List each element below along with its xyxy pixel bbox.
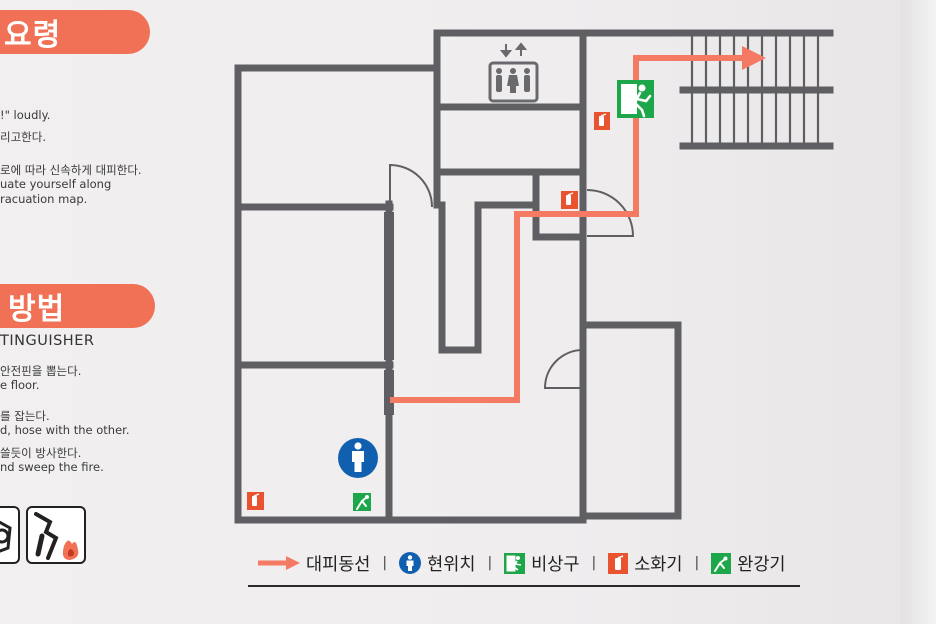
instruction-line: nd sweep the fire. xyxy=(0,459,104,474)
legend-route: 대피동선 xyxy=(258,551,370,576)
instruction-line: 를 잡는다. xyxy=(0,408,50,423)
legend-location: 현위치 xyxy=(399,551,475,576)
instructions-text: !" loudly. 리고한다. 로에 따라 신속하게 대피한다. uate y… xyxy=(0,108,170,206)
fire-extinguisher-icon xyxy=(247,492,264,510)
instruction-line: 쓸듯이 방사한다. xyxy=(0,445,82,460)
extinguisher-instructions: 안전핀을 뽑는다. e floor. 를 잡는다. d, hose with t… xyxy=(0,364,170,474)
legend-separator: | xyxy=(591,555,597,571)
fire-extinguisher-icon xyxy=(594,112,610,130)
instruction-line: e floor. xyxy=(0,378,40,393)
fire-extinguisher-icon xyxy=(561,191,578,209)
map-legend: 대피동선 | 현위치 | 비상구 | 소화기 | xyxy=(258,546,786,580)
legend-extinguisher-label: 소화기 xyxy=(634,554,683,575)
extinguisher-header-text: 방법 xyxy=(8,292,66,327)
instruction-line: racuation map. xyxy=(0,191,88,206)
extinguisher-section-title: TINGUISHER xyxy=(0,333,95,349)
extinguisher-step-illustration xyxy=(0,506,20,564)
fire-extinguisher-icon xyxy=(608,552,629,574)
extinguisher-sweep-illustration xyxy=(26,506,86,564)
instruction-line: 리고한다. xyxy=(0,130,46,145)
legend-location-label: 현위치 xyxy=(427,554,476,575)
legend-separator: | xyxy=(382,555,388,571)
elevator-icon xyxy=(488,42,539,103)
legend-extinguisher: 소화기 xyxy=(608,551,683,576)
extinguisher-header: 방법 xyxy=(0,284,155,328)
slow-descender-icon xyxy=(353,493,371,511)
legend-descender: 완강기 xyxy=(711,551,786,576)
instruction-line: !" loudly. xyxy=(0,108,51,122)
legend-exit-label: 비상구 xyxy=(531,554,580,575)
legend-route-label: 대피동선 xyxy=(306,554,371,575)
legend-descender-label: 완강기 xyxy=(737,554,786,575)
route-arrow-icon xyxy=(258,556,300,570)
slow-descender-icon xyxy=(711,552,732,574)
instructions-header-text: 요령 xyxy=(4,18,62,53)
stair-treads xyxy=(690,36,820,143)
instruction-line: 안전핀을 뽑는다. xyxy=(0,364,82,378)
floor-plan-walls xyxy=(234,29,834,524)
legend-underline xyxy=(248,585,800,587)
emergency-exit-icon xyxy=(617,80,654,118)
emergency-exit-icon xyxy=(504,552,526,574)
route-arrowhead xyxy=(742,46,766,70)
instruction-line: 로에 따라 신속하게 대피한다. xyxy=(0,162,142,177)
person-location-icon xyxy=(338,438,378,478)
legend-separator: | xyxy=(487,555,493,571)
sign-edge xyxy=(900,0,936,624)
person-location-icon xyxy=(399,552,422,574)
instruction-line: d, hose with the other. xyxy=(0,423,130,438)
instruction-line: uate yourself along xyxy=(0,177,112,192)
instructions-header: 요령 xyxy=(0,10,150,54)
legend-exit: 비상구 xyxy=(504,551,579,576)
legend-separator: | xyxy=(694,555,700,571)
evacuation-route xyxy=(390,55,745,403)
door-swings xyxy=(384,163,635,415)
